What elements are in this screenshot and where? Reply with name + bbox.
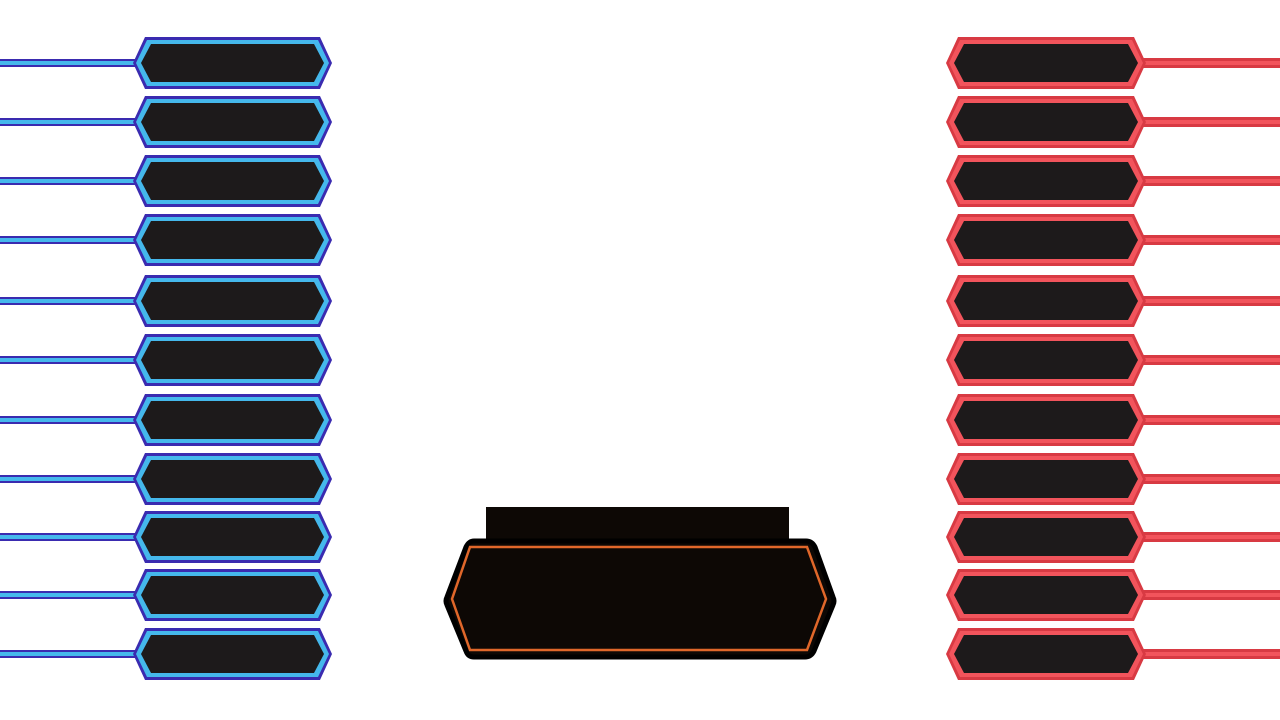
blue-slot-connector-inner <box>0 179 140 183</box>
red-slot-connector-inner <box>1140 593 1280 597</box>
blue-slot-fill <box>141 341 324 379</box>
red-slot-fill <box>954 103 1138 141</box>
red-team-slot <box>946 628 1280 680</box>
red-slot-fill <box>954 460 1138 498</box>
blue-team-slot <box>0 334 332 386</box>
blue-team-column <box>0 37 332 680</box>
blue-slot-connector-inner <box>0 120 140 124</box>
red-team-slot <box>946 569 1280 621</box>
red-slot-connector-inner <box>1140 120 1280 124</box>
red-team-column <box>946 37 1280 680</box>
blue-slot-fill <box>141 221 324 259</box>
blue-slot-connector-inner <box>0 358 140 362</box>
blue-slot-connector-inner <box>0 652 140 656</box>
red-team-slot <box>946 453 1280 505</box>
center-display-inner-border <box>450 545 828 652</box>
blue-slot-connector-inner <box>0 593 140 597</box>
red-slot-fill <box>954 282 1138 320</box>
blue-slot-connector-inner <box>0 418 140 422</box>
blue-slot-fill <box>141 162 324 200</box>
blue-slot-fill <box>141 401 324 439</box>
red-slot-fill <box>954 221 1138 259</box>
red-team-slot <box>946 96 1280 148</box>
blue-slot-fill <box>141 44 324 82</box>
red-slot-fill <box>954 341 1138 379</box>
blue-slot-fill <box>141 460 324 498</box>
blue-slot-fill <box>141 635 324 673</box>
red-slot-fill <box>954 401 1138 439</box>
red-slot-fill <box>954 44 1138 82</box>
red-slot-connector-inner <box>1140 61 1280 65</box>
blue-slot-fill <box>141 282 324 320</box>
red-slot-connector-inner <box>1140 652 1280 656</box>
red-slot-connector-inner <box>1140 535 1280 539</box>
blue-slot-connector-inner <box>0 61 140 65</box>
red-slot-connector-inner <box>1140 418 1280 422</box>
blue-team-slot <box>0 628 332 680</box>
blue-team-slot <box>0 569 332 621</box>
blue-team-slot <box>0 394 332 446</box>
red-slot-connector-inner <box>1140 179 1280 183</box>
blue-team-slot <box>0 214 332 266</box>
red-team-slot <box>946 214 1280 266</box>
blue-slot-connector-inner <box>0 477 140 481</box>
red-slot-connector-inner <box>1140 358 1280 362</box>
red-slot-fill <box>954 162 1138 200</box>
red-slot-connector-inner <box>1140 477 1280 481</box>
center-display <box>443 507 837 660</box>
red-slot-connector-inner <box>1140 238 1280 242</box>
red-team-slot <box>946 155 1280 207</box>
center-display-body <box>443 538 837 660</box>
red-slot-connector-inner <box>1140 299 1280 303</box>
red-slot-fill <box>954 635 1138 673</box>
blue-slot-fill <box>141 518 324 556</box>
blue-slot-connector-inner <box>0 238 140 242</box>
blue-slot-fill <box>141 103 324 141</box>
blue-team-slot <box>0 275 332 327</box>
blue-team-slot <box>0 155 332 207</box>
blue-team-slot <box>0 37 332 89</box>
blue-team-slot <box>0 511 332 563</box>
red-team-slot <box>946 37 1280 89</box>
red-team-slot <box>946 275 1280 327</box>
red-team-slot <box>946 334 1280 386</box>
red-team-slot <box>946 394 1280 446</box>
blue-team-slot <box>0 453 332 505</box>
red-slot-fill <box>954 576 1138 614</box>
red-slot-fill <box>954 518 1138 556</box>
blue-slot-connector-inner <box>0 299 140 303</box>
red-team-slot <box>946 511 1280 563</box>
blue-slot-connector-inner <box>0 535 140 539</box>
blue-team-slot <box>0 96 332 148</box>
blue-slot-fill <box>141 576 324 614</box>
